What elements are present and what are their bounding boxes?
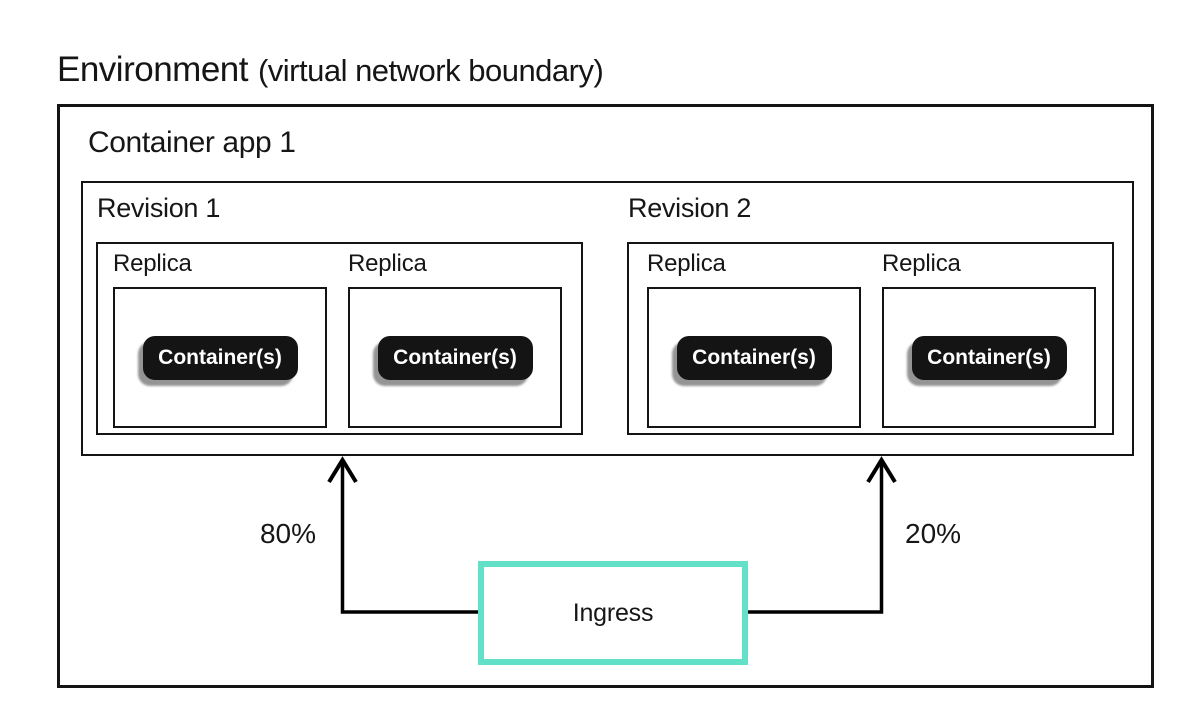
revision-1-label: Revision 1 xyxy=(97,193,221,223)
containers-badge: Container(s) xyxy=(911,335,1067,380)
revision-1-replica-2-label: Replica xyxy=(348,250,427,277)
revision-2-replica-1-box: Container(s) xyxy=(647,287,861,428)
revision-2-replica-2-label: Replica xyxy=(882,250,961,277)
ingress-box: Ingress xyxy=(478,561,748,665)
revision-1-replica-1-box: Container(s) xyxy=(113,287,327,428)
ingress-label: Ingress xyxy=(572,598,654,627)
environment-title-suffix: (virtual network boundary) xyxy=(257,53,604,88)
revision-2-replica-2-box: Container(s) xyxy=(882,287,1096,428)
container-app-label: Container app 1 xyxy=(88,126,296,159)
environment-title: Environment (virtual network boundary) xyxy=(57,50,604,90)
containers-badge: Container(s) xyxy=(142,335,298,380)
revision-2-label: Revision 2 xyxy=(628,193,752,223)
revision-2-replica-1-label: Replica xyxy=(647,250,726,277)
traffic-percent-revision-2: 20% xyxy=(905,518,962,549)
containers-badge: Container(s) xyxy=(676,335,832,380)
environment-title-main: Environment xyxy=(57,50,248,89)
traffic-percent-revision-1: 80% xyxy=(259,518,316,549)
revision-1-replica-1-label: Replica xyxy=(113,250,192,277)
revision-1-replica-2-box: Container(s) xyxy=(348,287,562,428)
containers-badge: Container(s) xyxy=(377,335,533,380)
